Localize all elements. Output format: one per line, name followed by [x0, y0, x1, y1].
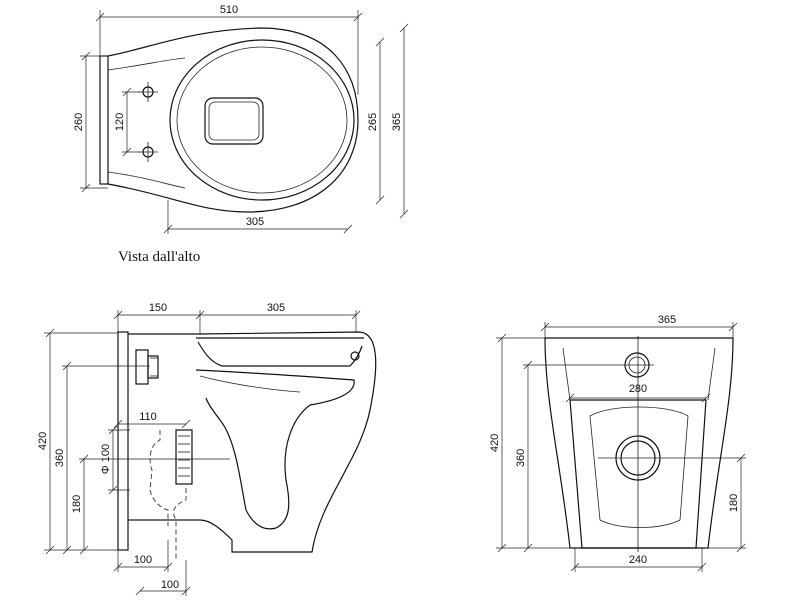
side-view-outlet-pipe-dashed-2: [173, 488, 187, 560]
dim-label-150: 150: [149, 302, 167, 314]
dim-label-360-side: 360: [54, 449, 66, 467]
side-view-inlet-fitting: [135, 349, 360, 385]
dim-label-180-front: 180: [728, 494, 740, 512]
fixing-hole-lower: [138, 142, 158, 162]
front-view: 365 280 240 420: [489, 314, 746, 572]
top-view-body: [107, 27, 359, 213]
dim-label-420-side: 420: [37, 432, 49, 450]
dim-label-365-top: 365: [391, 113, 403, 131]
top-view-caption: Vista dall'alto: [118, 249, 200, 265]
dim-label-510: 510: [220, 4, 238, 16]
fixing-hole-upper: [138, 82, 158, 102]
dim-label-280: 280: [629, 383, 647, 395]
side-view-bowl: [195, 369, 355, 530]
dim-label-260: 260: [73, 113, 85, 131]
dim-label-240: 240: [629, 554, 647, 566]
dim-label-305-top: 305: [246, 216, 264, 228]
dim-label-365-front: 365: [658, 314, 676, 326]
top-view-flush-opening: [204, 97, 264, 145]
dim-front-inlet-width: 280: [565, 383, 711, 403]
dim-top-depth-right: 265: [367, 37, 385, 205]
dim-top-bowl-width: 305: [163, 200, 353, 234]
dim-label-305-side: 305: [267, 302, 285, 314]
dim-label-120: 120: [114, 113, 126, 131]
side-view-body: [128, 331, 377, 553]
front-view-inlet: [620, 352, 654, 378]
dim-top-holes: 120: [114, 87, 140, 157]
dim-label-180-side: 180: [71, 495, 83, 513]
dim-front-base-width: 240: [570, 548, 707, 572]
dim-side-top: 150 305: [113, 302, 361, 334]
dim-label-100-a: 100: [134, 554, 152, 566]
side-view-outlet-pipe-dashed: [149, 430, 169, 526]
dim-label-360-front: 360: [515, 449, 527, 467]
dim-front-height-total: 420: [489, 333, 575, 553]
dim-front-width: 365: [540, 314, 738, 338]
dim-front-height-inlet: 360: [515, 360, 620, 553]
top-view-bowl: [176, 46, 348, 194]
dim-label-420-front: 420: [489, 434, 501, 452]
dim-top-total-depth: 365: [391, 23, 409, 219]
top-view-flush-opening-inner: [208, 101, 260, 141]
side-view-outlet: [149, 429, 193, 560]
dim-top-width: 510: [95, 4, 363, 95]
dim-side-height-outlet: 180: [71, 454, 138, 555]
dim-label-110: 110: [139, 411, 157, 423]
dim-front-height-outlet: 180: [678, 453, 746, 553]
dim-top-depth-left: 260: [73, 51, 108, 193]
side-view: 150 305 110 Φ 100 420: [37, 302, 377, 596]
dim-side-height-inlet: 360: [54, 361, 150, 555]
dim-side-height-total: 420: [37, 328, 118, 555]
side-view-water-line: [199, 375, 301, 393]
front-view-bowl-outline: [589, 406, 689, 528]
top-view: 510 260 120 265: [73, 4, 409, 265]
dim-side-outlet-diameter: Φ 100: [100, 425, 130, 495]
dim-side-bottom-a: 100: [113, 540, 173, 572]
dim-label-265: 265: [367, 113, 379, 131]
dim-label-100-b: 100: [161, 579, 179, 591]
side-view-flush-channel: [197, 341, 363, 367]
front-view-rim-curves: [562, 347, 716, 401]
dim-side-outlet-offset: 110: [113, 411, 191, 429]
side-view-inlet-hole: [350, 351, 360, 361]
dim-side-bottom-b: 100: [135, 560, 191, 596]
top-view-seat-ring: [169, 39, 355, 201]
side-view-wall-plate: [117, 331, 129, 551]
top-view-rim-lines: [107, 57, 186, 189]
top-view-wall-plate: [99, 55, 109, 185]
front-view-seat-outline: [569, 399, 707, 549]
